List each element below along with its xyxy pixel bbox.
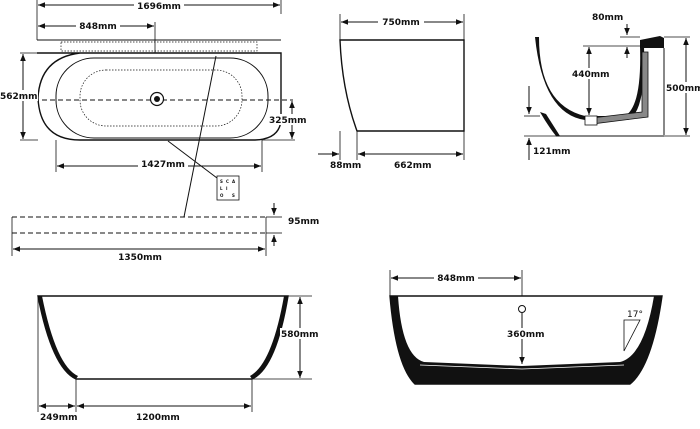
- side-width-label: 750mm: [382, 18, 420, 28]
- front-offset-label: 249mm: [40, 413, 78, 423]
- section-height-label: 500mm: [666, 84, 700, 94]
- valve-letter: S: [220, 179, 223, 184]
- valve-letter: A: [232, 179, 236, 184]
- section-water-depth-label: 440mm: [572, 70, 610, 80]
- front-view: 580mm 249mm 1200mm: [37, 295, 320, 423]
- valve-letter: I: [226, 186, 228, 191]
- top-basin-floor: [79, 69, 243, 127]
- front-tub-outline: [37, 295, 289, 380]
- side-base-label: 662mm: [394, 161, 432, 171]
- waste-trap: [584, 115, 598, 126]
- end-angle-triangle: [623, 319, 641, 352]
- section-feet-label: 121mm: [533, 147, 571, 157]
- front-height-label: 580mm: [281, 330, 319, 340]
- end-drain-height-label: 360mm: [507, 330, 545, 340]
- section-rim-label: 80mm: [592, 13, 623, 23]
- top-inner-length-label: 1427mm: [141, 160, 185, 170]
- end-drain-icon: [518, 305, 526, 313]
- plinth-height-label: 95mm: [288, 217, 319, 227]
- front-base-label: 1200mm: [136, 413, 180, 423]
- end-half-width-label: 848mm: [437, 274, 475, 284]
- section-view: 80mm 440mm 500mm 121mm: [524, 13, 700, 160]
- side-offset-label: 88mm: [330, 161, 361, 171]
- valve-letter: L: [220, 186, 223, 191]
- top-width-label: 1696mm: [137, 2, 181, 12]
- valve-box: S C A L I O S: [216, 175, 240, 201]
- section-wall-outline: [535, 37, 645, 120]
- top-view: 1696mm 848mm 562mm 325mm: [0, 0, 308, 218]
- end-tub-wall: [390, 296, 662, 384]
- ledge-outline: [60, 41, 258, 52]
- top-depth-label: 562mm: [0, 92, 38, 102]
- end-view: 848mm 360mm 17°: [389, 270, 663, 385]
- end-angle-label: 17°: [627, 310, 643, 320]
- top-inner-basin: [55, 57, 269, 139]
- side-view: 750mm 88mm 662mm: [318, 14, 465, 171]
- leader-line-plinth: [183, 55, 217, 218]
- top-inner-width-label: 848mm: [79, 22, 117, 32]
- valve-letter: C: [226, 179, 229, 184]
- leader-line-valve: [167, 140, 218, 179]
- valve-letter: O: [220, 193, 224, 198]
- side-tub-outline: [339, 39, 465, 132]
- valve-letter: S: [232, 193, 235, 198]
- plinth-length-label: 1350mm: [118, 253, 162, 263]
- plinth-view: 95mm 1350mm: [11, 203, 319, 263]
- top-drain-offset-label: 325mm: [269, 116, 307, 126]
